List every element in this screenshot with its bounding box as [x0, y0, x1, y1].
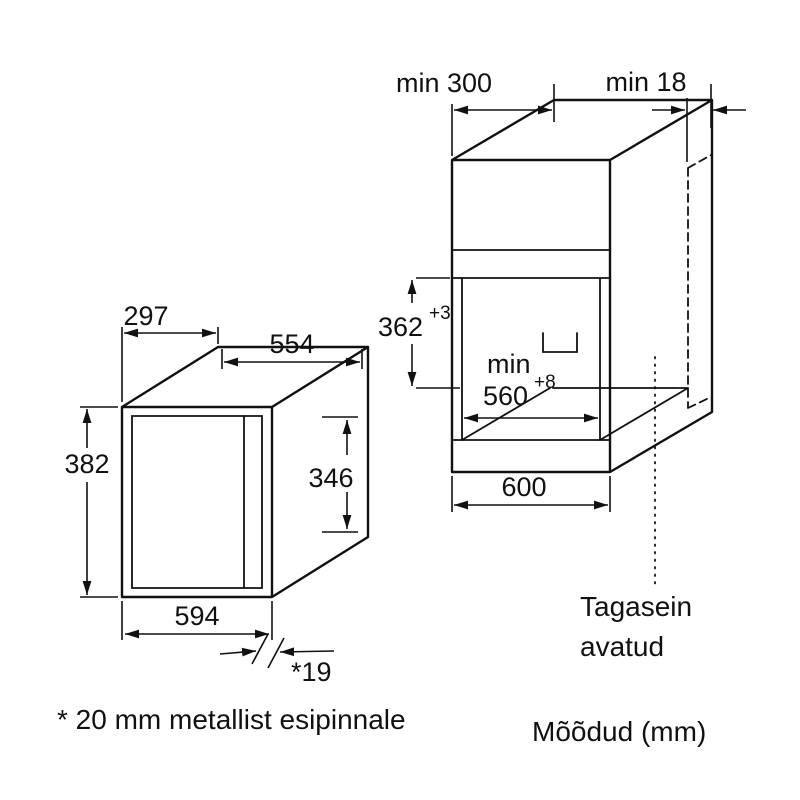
dim-554-extension-lines: [221, 349, 363, 369]
dim-297-extension-lines: [121, 327, 219, 402]
dim-600-extension-lines: [451, 476, 611, 512]
dim-appliance-side-height: 346: [308, 416, 358, 533]
dim-label-niche-width: 560: [483, 381, 528, 411]
dim-niche-depth: min 300: [396, 68, 555, 156]
dim-label-niche-height: 362: [378, 312, 423, 342]
dim-appliance-top-width: 554: [221, 329, 363, 369]
dim-label-appliance-top-width: 554: [269, 329, 314, 359]
appliance-outline: [120, 345, 370, 599]
dim-label-appliance-bottom-width: 594: [174, 601, 219, 631]
dim-label-rear-gap: min 18: [605, 67, 686, 97]
dim-appliance-depth: 297: [121, 301, 219, 402]
units-note-text: Mõõdud (mm): [532, 716, 706, 747]
dim-19-tick-lines: [251, 633, 285, 669]
dim-19-arrow-right: [279, 647, 335, 657]
niche-vent-notch-line: [542, 332, 578, 353]
dim-362-extension-lines: [416, 277, 460, 389]
rear-open-note-line2: avatud: [580, 631, 664, 662]
niche-floor-surface-lines: [461, 387, 689, 441]
dim-niche-width: min 560 +8: [464, 349, 598, 423]
footnote-text: * 20 mm metallist esipinnale: [57, 704, 406, 735]
dim-appliance-height: 382: [64, 406, 118, 598]
dim-label-niche-width-prefix: min: [487, 349, 531, 379]
dim-min300-extension-lines: [451, 84, 555, 156]
dim-label-niche-height-tolerance: +3: [429, 303, 451, 324]
dim-cabinet-width: 600: [451, 472, 611, 512]
dim-appliance-bottom-width: 594: [121, 601, 273, 640]
cabinet-outline: [450, 98, 714, 474]
dim-594-extension-lines: [121, 601, 273, 640]
dim-label-appliance-side-height: 346: [308, 463, 353, 493]
appliance-drawing: 297 554 382 346 594: [64, 301, 370, 687]
dim-label-appliance-height: 382: [64, 449, 109, 479]
cabinet-drawing: min 300 min 18 362 +3 min 560 +8: [378, 67, 746, 662]
rear-open-note-line1: Tagasein: [580, 591, 692, 622]
dim-appliance-protrusion: *19: [219, 633, 335, 687]
open-back-dashed-lines: [687, 154, 712, 409]
dim-label-niche-width-tolerance: +8: [534, 372, 556, 393]
dim-346-tick-lines: [322, 416, 358, 533]
dim-rear-gap: min 18: [605, 67, 746, 162]
dim-niche-height: 362 +3: [378, 277, 460, 389]
dim-label-niche-depth: min 300: [396, 68, 492, 98]
footer-notes: * 20 mm metallist esipinnale Mõõdud (mm): [57, 704, 706, 747]
dim-382-extension-lines: [80, 406, 118, 598]
dim-19-arrow-left: [219, 647, 257, 657]
dim-min18-extension-lines: [686, 84, 712, 162]
dim-label-appliance-protrusion: *19: [291, 657, 332, 687]
dim-label-appliance-depth: 297: [123, 301, 168, 331]
dim-label-cabinet-width: 600: [501, 472, 546, 502]
appliance-door-inner-line: [131, 415, 263, 589]
